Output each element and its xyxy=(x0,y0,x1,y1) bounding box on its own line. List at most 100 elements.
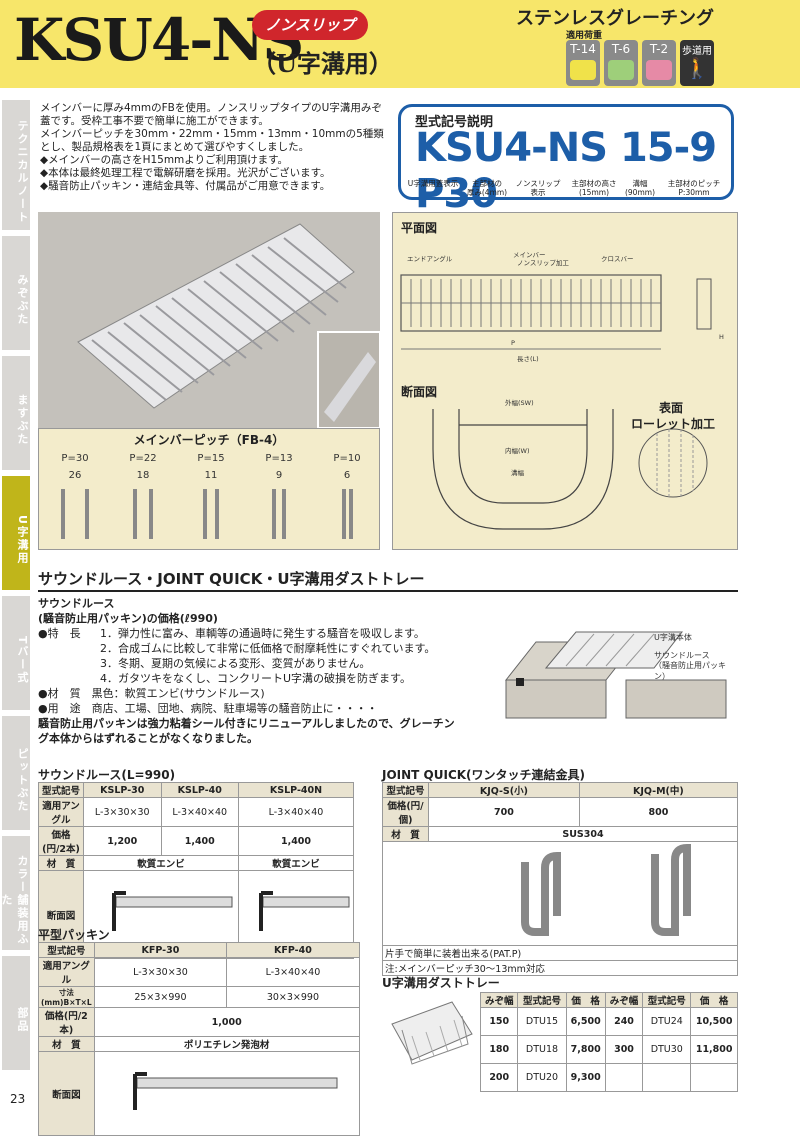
code-note: 主部材の厚み(4mm) xyxy=(466,179,508,197)
outer-width-label: 外幅(SW) xyxy=(505,399,534,407)
sidebar-item-tbar[interactable]: Tバー式 xyxy=(2,596,30,710)
code-note: 溝幅(90mm) xyxy=(624,179,655,197)
sidebar: テクニカルノート みぞぶた ますぶた U字溝用 Tバー式 ピットぶた カラー舗装… xyxy=(0,100,32,1080)
diag-sound-label: サウンドルース xyxy=(654,651,710,660)
pitch-p-label: P xyxy=(511,339,515,347)
code-label: 型式記号説明 xyxy=(415,115,494,130)
small-car-icon xyxy=(646,60,672,80)
feature-item: 3．冬期、夏期の気候による変形、変質がありません。 xyxy=(100,657,371,670)
code-value: KSU4-NS 15-9 P30 xyxy=(415,125,731,217)
pitch-title: メインバーピッチ（FB-4） xyxy=(133,433,285,447)
product-photo xyxy=(38,212,381,429)
nonslip-label: ノンスリップ加工 xyxy=(517,259,569,267)
sound-title: サウンドルース xyxy=(38,597,115,610)
plan-section-diagram: 平面図 エンドアングル メインバー ノンスリップ加工 クロスバー P 長さ(L)… xyxy=(392,212,738,550)
product-subtitle: （U字溝用） xyxy=(252,49,393,78)
code-note: ノンスリップ表示 xyxy=(515,179,561,197)
load-t6: T-6 xyxy=(604,40,638,86)
plan-label: 平面図 xyxy=(401,221,438,235)
length-label: 長さ(L) xyxy=(517,355,539,363)
truck-icon xyxy=(570,60,596,80)
load-t2: T-2 xyxy=(642,40,676,86)
sidebar-item-mizobuta[interactable]: みぞぶた xyxy=(2,236,30,350)
tray-title: U字溝用ダストトレー xyxy=(382,976,500,990)
sound-price: (騒音防止用パッキン)の価格(ℓ990) xyxy=(38,612,218,625)
nonslip-badge: ノンスリップ xyxy=(252,10,368,40)
sound-loose-text: サウンドルース (騒音防止用パッキン)の価格(ℓ990) ●特 長 1．弾力性に… xyxy=(38,596,508,746)
section-label: 断面図 xyxy=(401,385,438,399)
load-walk-label: 歩道用 xyxy=(682,46,712,57)
load-t6-label: T-6 xyxy=(611,42,631,56)
intro-text: メインバーに厚み4mmのFBを使用。ノンスリップタイプのU字溝用みぞ蓋です。受枠… xyxy=(40,102,390,193)
load-t2-label: T-2 xyxy=(649,42,669,56)
surface-label: 表面 xyxy=(659,401,684,415)
code-part: P30 xyxy=(415,171,498,217)
joint-note-2: 注:メインバーピッチ30〜13mm対応 xyxy=(382,960,738,976)
sidebar-item-technical[interactable]: テクニカルノート xyxy=(2,100,30,230)
car-icon xyxy=(608,60,634,80)
load-t14: T-14 xyxy=(566,40,600,86)
joint-photos xyxy=(382,841,738,946)
load-badges: T-14 T-6 T-2 歩道用🚶 xyxy=(566,40,714,86)
sidebar-item-color[interactable]: カラー舗装用ふた xyxy=(0,836,30,950)
load-t14-label: T-14 xyxy=(570,42,596,56)
section2-header: サウンドルース・JOINT QUICK・U字溝用ダストトレー xyxy=(38,566,738,592)
intro-line: ◆メインバーの高さをH15mmよりご利用頂けます。 xyxy=(40,154,289,166)
intro-line: ◆騒音防止パッキン・連結金具等、付属品がご用意できます。 xyxy=(40,180,331,192)
sidebar-item-pit[interactable]: ピットぶた xyxy=(2,716,30,830)
sidebar-item-u-gutter[interactable]: U字溝用 xyxy=(2,476,30,590)
features-label: ●特 長 xyxy=(38,627,81,640)
flat-diag xyxy=(93,1051,360,1136)
load-walk: 歩道用🚶 xyxy=(680,40,714,86)
pedestrian-icon: 🚶 xyxy=(684,56,710,80)
joint-title: JOINT QUICK(ワンタッチ連結金具) xyxy=(382,768,586,782)
flat-table-title: 平型パッキン xyxy=(38,928,110,942)
code-part: KSU4-NS xyxy=(415,125,608,171)
feature-item: 2．合成ゴムに比較して非常に低価格で耐摩耗性にすぐれています。 xyxy=(100,642,436,655)
intro-line: ◆本体は最終処理工程で電解研磨を採用。光沢がございます。 xyxy=(40,167,331,179)
groove-width-label: 溝幅 xyxy=(511,469,524,477)
diag-sound-sub: （騒音防止用パッキン） xyxy=(654,661,726,681)
sound-table-title: サウンドルース(L=990) xyxy=(38,768,176,782)
cross-bar-label: クロスバー xyxy=(601,255,634,263)
features-block: ●特 長 1．弾力性に富み、車輌等の通過時に発生する騒音を吸収します。 2．合成… xyxy=(38,626,508,686)
tray-photo xyxy=(382,994,478,1084)
intro-line: メインバーピッチを30mm・22mm・15mm・13mm・10mmの5種類とし、… xyxy=(40,128,384,153)
feature-item: 4．ガタツキをなくし、コンクリートU字溝の破損を防ぎます。 xyxy=(100,672,411,685)
load-label: 適用荷重 xyxy=(566,31,603,41)
intro-line: メインバーに厚み4mmのFBを使用。ノンスリップタイプのU字溝用みぞ蓋です。受枠… xyxy=(40,102,382,127)
code-part: 15-9 xyxy=(619,125,717,171)
surface-sub-label: ローレット加工 xyxy=(631,417,716,431)
material-line: ●材 質 黒色：軟質エンビ(サウンドルース) xyxy=(38,687,265,700)
inner-width-label: 内幅(W) xyxy=(505,447,530,455)
usage-line: ●用 途 商店、工場、団地、病院、駐車場等の騒音防止に・・・・ xyxy=(38,702,378,715)
category-label: ステンレスグレーチング xyxy=(516,8,714,29)
feature-item: 1．弾力性に富み、車輌等の通過時に発生する騒音を吸収します。 xyxy=(100,627,425,640)
sidebar-item-parts[interactable]: 部品 xyxy=(2,956,30,1070)
joint-note-1: 片手で簡単に装着出来る(PAT.P) xyxy=(382,945,738,961)
gutter-illustration: U字溝本体 サウンドルース （騒音防止用パッキン） xyxy=(496,618,736,728)
renewal-note: 騒音防止用パッキンは強力粘着シール付きにリニューアルしましたので、グレーチング本… xyxy=(38,717,455,745)
end-angle-label: エンドアングル xyxy=(407,255,453,263)
code-note: 主部材の高さ(15mm) xyxy=(571,179,617,197)
h-label: H xyxy=(719,333,724,341)
model-code-box: 型式記号説明 KSU4-NS 15-9 P30 U字溝用蓋表示 主部材の厚み(4… xyxy=(398,104,734,217)
section2-title: サウンドルース・JOINT QUICK・U字溝用ダストトレー xyxy=(38,570,425,588)
code-note: U字溝用蓋表示 xyxy=(407,179,459,188)
main-bar-label: メインバー xyxy=(513,251,546,259)
diag-gutter-label: U字溝本体 xyxy=(654,633,692,642)
page-number: 23 xyxy=(10,1092,26,1106)
sidebar-item-masubuta[interactable]: ますぶた xyxy=(2,356,30,470)
